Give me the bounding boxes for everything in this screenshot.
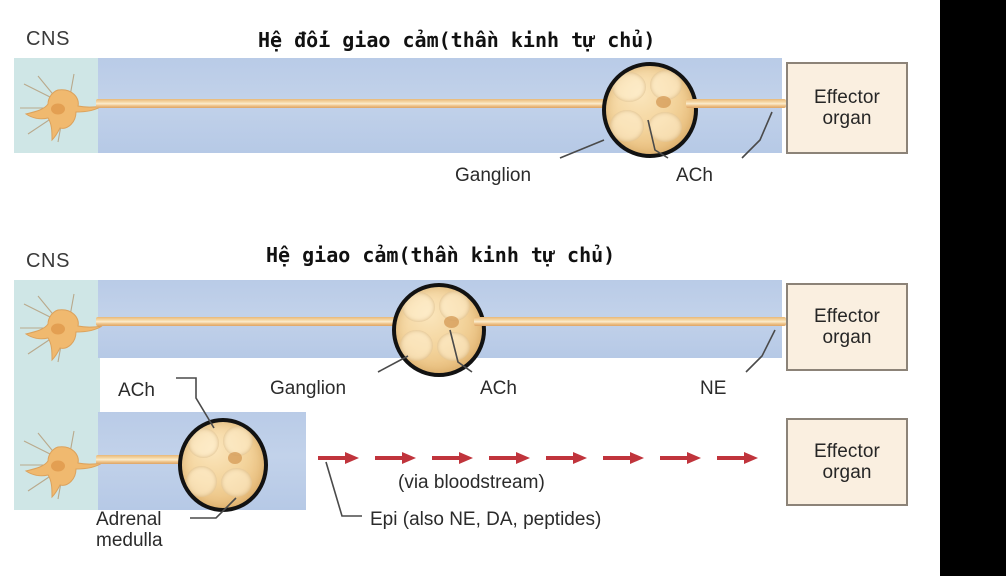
cns-neuron-panel2-lower <box>18 425 104 501</box>
cns-label-panel1: CNS <box>26 28 71 50</box>
cns-label-panel2: CNS <box>26 250 71 272</box>
bloodstream-arrow <box>717 452 761 464</box>
bloodstream-arrow <box>546 452 590 464</box>
bloodstream-arrow <box>603 452 647 464</box>
epi-label: Epi (also NE, DA, peptides) <box>370 509 602 530</box>
postganglionic-axon-panel1 <box>686 99 786 108</box>
effector-line2: organ <box>822 462 872 483</box>
effector-organ-panel1: Effector organ <box>786 62 908 154</box>
effector-organ-panel2: Effector organ <box>786 283 908 371</box>
cns-neuron-panel2-upper <box>18 288 104 364</box>
bloodstream-arrow <box>489 452 533 464</box>
preganglionic-axon-adrenal <box>96 455 192 464</box>
ganglion-panel2 <box>392 283 486 377</box>
effector-line2: organ <box>822 327 872 348</box>
adrenal-line1: Adrenal <box>96 509 162 530</box>
postganglionic-axon-panel2 <box>474 317 786 326</box>
bloodstream-arrow <box>432 452 476 464</box>
bloodstream-arrow <box>375 452 419 464</box>
adrenal-medulla <box>178 418 268 512</box>
bloodstream-arrows <box>318 452 761 464</box>
effector-line1: Effector <box>814 86 880 108</box>
right-black-gutter <box>940 0 1006 576</box>
bloodstream-arrow <box>318 452 362 464</box>
ach-label-adrenal: ACh <box>118 380 155 401</box>
ganglion-label-panel2: Ganglion <box>270 378 347 399</box>
panel1-title: Hệ đối giao cảm(thần kinh tự chủ) <box>258 28 656 52</box>
effector-line2: organ <box>822 108 872 129</box>
leader-epi <box>325 461 362 517</box>
preganglionic-axon-panel2 <box>96 317 408 326</box>
adrenal-line2: medulla <box>96 529 163 551</box>
adrenal-medulla-label: Adrenal medulla <box>96 509 163 552</box>
ne-label-panel2: NE <box>700 378 727 399</box>
preganglionic-axon-panel1 <box>96 99 618 108</box>
ganglion-panel1 <box>602 62 698 158</box>
cns-neuron-panel1 <box>18 68 104 144</box>
panel2-title: Hệ giao cảm(thần kinh tự chủ) <box>266 243 616 267</box>
ganglion-label-panel1: Ganglion <box>455 165 532 186</box>
effector-line1: Effector <box>814 305 880 327</box>
ach-label-panel1: ACh <box>676 165 713 186</box>
ach-label-panel2-post: ACh <box>480 378 517 399</box>
effector-organ-adrenal: Effector organ <box>786 418 908 506</box>
bloodstream-label: (via bloodstream) <box>398 472 545 493</box>
effector-line1: Effector <box>814 440 880 462</box>
bloodstream-arrow <box>660 452 704 464</box>
